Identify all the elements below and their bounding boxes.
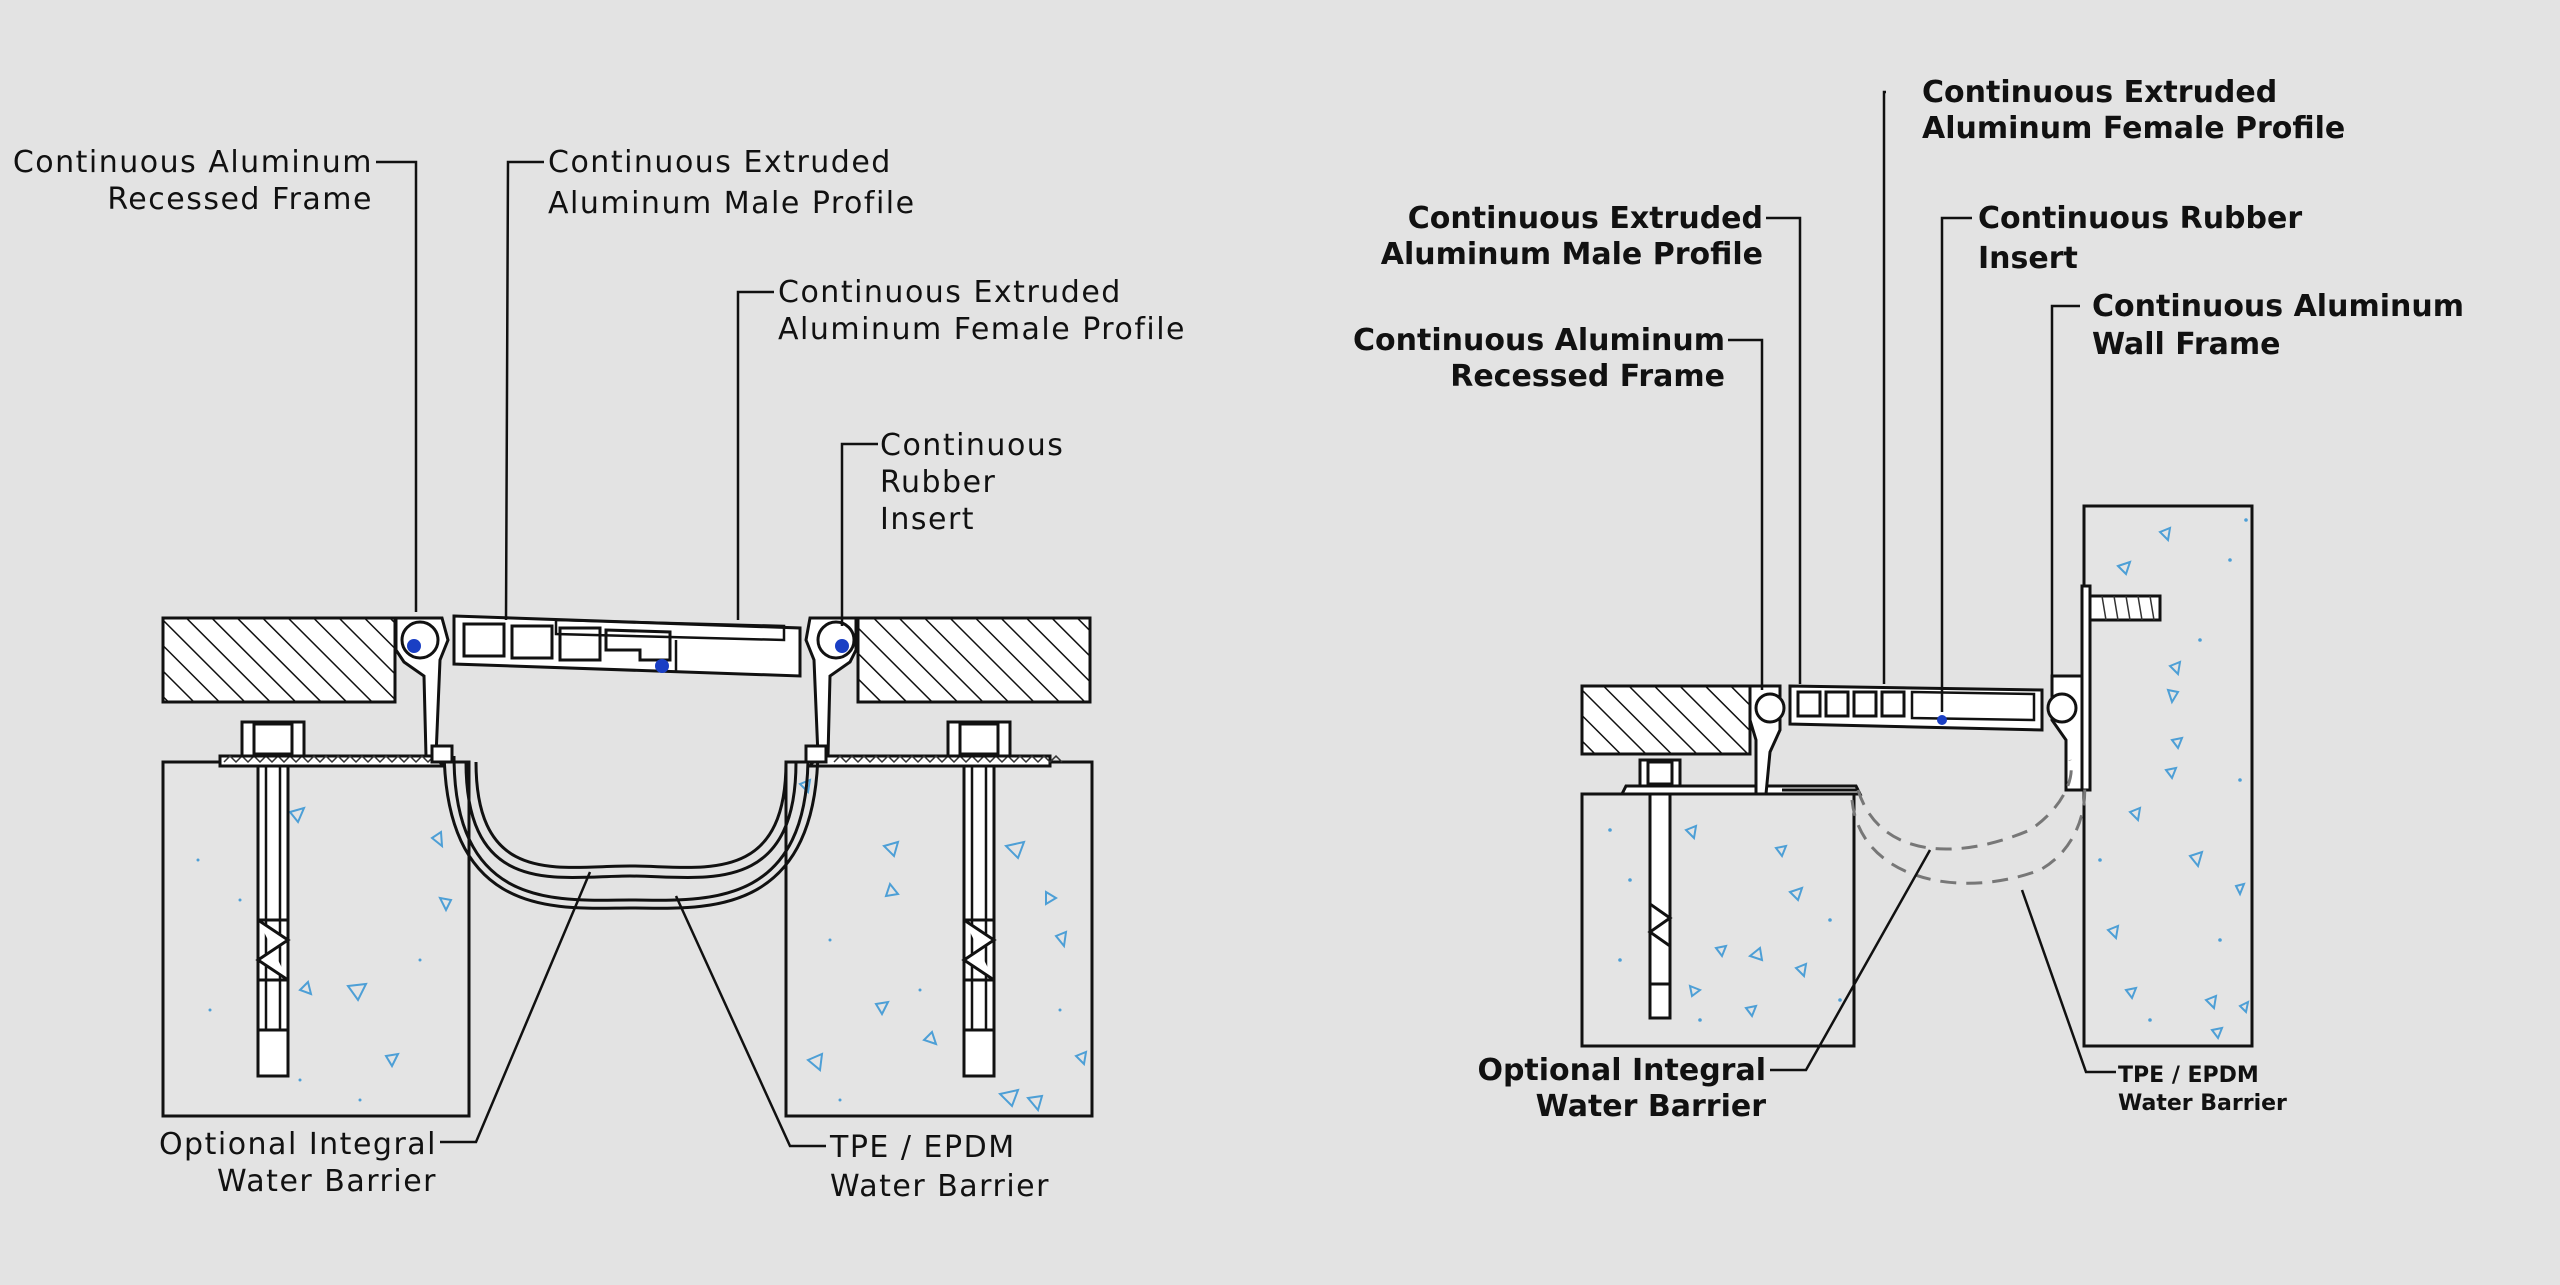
floor-anchor-bolt (1638, 758, 1682, 1020)
floor-slab-hatch (1580, 684, 1752, 756)
right-detail: Continuous Extruded Aluminum Female Prof… (1353, 75, 2464, 1124)
leader-rubber-insert (840, 442, 878, 626)
wall-concrete-block (2082, 504, 2254, 1048)
left-detail: Continuous Aluminum Recessed Frame Conti… (13, 145, 1186, 1204)
right-slab-hatch (856, 616, 1092, 704)
svg-text:Recessed Frame: Recessed Frame (1450, 359, 1725, 394)
svg-text:Insert: Insert (1978, 241, 2078, 276)
label-wall-tpe-barrier: TPE / EPDM Water Barrier (2118, 1063, 2287, 1116)
right-concrete-block (784, 760, 1094, 1118)
svg-text:Aluminum Male Profile: Aluminum Male Profile (548, 186, 916, 221)
svg-text:Aluminum Female Profile: Aluminum Female Profile (1922, 111, 2345, 146)
svg-text:Continuous Extruded: Continuous Extruded (548, 145, 892, 180)
left-rubber-insert-dot (407, 639, 421, 653)
label-wall-male-profile: Continuous Extruded Aluminum Male Profil… (1381, 201, 1763, 272)
integral-barrier (464, 761, 798, 880)
left-concrete-block (161, 760, 471, 1118)
label-recessed-frame: Continuous Aluminum Recessed Frame (13, 145, 373, 217)
label-rubber-insert: Continuous Rubber Insert (880, 428, 1064, 537)
label-tpe-barrier: TPE / EPDM Water Barrier (829, 1130, 1050, 1204)
right-rubber-insert-dot (835, 639, 849, 653)
leader-wall-frame (2050, 304, 2080, 680)
wall-integral-barrier (1856, 759, 2073, 851)
leader-tpe-barrier (674, 895, 826, 1148)
svg-text:TPE / EPDM: TPE / EPDM (829, 1130, 1016, 1165)
wall-frame (2050, 674, 2084, 792)
svg-text:TPE / EPDM: TPE / EPDM (2118, 1063, 2259, 1088)
svg-text:Water Barrier: Water Barrier (217, 1164, 437, 1199)
svg-text:Aluminum Female Profile: Aluminum Female Profile (778, 312, 1186, 347)
leader-wall-male-profile (1766, 216, 1802, 684)
label-male-profile: Continuous Extruded Aluminum Male Profil… (548, 145, 916, 221)
leader-female-profile (736, 290, 774, 620)
wall-profile-assembly (1788, 684, 2044, 732)
profile-assembly (452, 614, 802, 678)
svg-text:Wall Frame: Wall Frame (2092, 327, 2281, 362)
svg-text:Optional Integral: Optional Integral (1477, 1053, 1766, 1088)
leader-wall-tpe-barrier (2020, 889, 2116, 1074)
left-slab-hatch (161, 616, 397, 704)
left-anchor-bolt (240, 720, 306, 1078)
right-aggregate (1608, 518, 2250, 1041)
leader-wall-recessed-frame (1728, 338, 1764, 690)
label-wall-integral-barrier: Optional Integral Water Barrier (1477, 1053, 1766, 1124)
label-wall-recessed-frame: Continuous Aluminum Recessed Frame (1353, 323, 1725, 394)
svg-text:Water Barrier: Water Barrier (830, 1169, 1050, 1204)
svg-text:Continuous Extruded: Continuous Extruded (1408, 201, 1763, 236)
svg-text:Continuous: Continuous (880, 428, 1064, 463)
leader-integral-barrier (440, 871, 592, 1144)
wall-anchor (2080, 584, 2162, 792)
leader-wall-integral-barrier (1770, 849, 1932, 1072)
svg-text:Recessed Frame: Recessed Frame (107, 182, 373, 217)
wall-insert-dot (1937, 715, 1947, 725)
svg-text:Continuous Aluminum: Continuous Aluminum (2092, 289, 2464, 324)
floor-concrete-block (1580, 792, 1856, 1048)
svg-text:Insert: Insert (880, 502, 975, 537)
leader-wall-female-profile (1882, 90, 1886, 684)
label-wall-frame: Continuous Aluminum Wall Frame (2092, 289, 2464, 362)
center-insert-dot (655, 659, 669, 673)
svg-text:Optional Integral: Optional Integral (159, 1127, 437, 1162)
left-aggregate (196, 778, 1088, 1113)
label-wall-rubber-insert: Continuous Rubber Insert (1978, 201, 2302, 276)
svg-text:Continuous Extruded: Continuous Extruded (1922, 75, 2277, 110)
label-female-profile: Continuous Extruded Aluminum Female Prof… (778, 275, 1186, 347)
leader-male-profile (504, 160, 544, 621)
label-wall-female-profile: Continuous Extruded Aluminum Female Prof… (1922, 75, 2345, 146)
svg-text:Aluminum Male Profile: Aluminum Male Profile (1381, 237, 1763, 272)
svg-text:Continuous Aluminum: Continuous Aluminum (13, 145, 373, 180)
tpe-barrier (452, 755, 810, 902)
leader-wall-rubber-insert (1940, 216, 1972, 712)
svg-text:Water Barrier: Water Barrier (2118, 1091, 2287, 1116)
svg-text:Continuous Extruded: Continuous Extruded (778, 275, 1122, 310)
right-anchor-bolt (946, 720, 1012, 1078)
svg-text:Rubber: Rubber (880, 465, 996, 500)
svg-text:Continuous Aluminum: Continuous Aluminum (1353, 323, 1725, 358)
label-integral-barrier: Optional Integral Water Barrier (159, 1127, 437, 1199)
wall-tpe-barrier (1850, 779, 2087, 885)
svg-text:Water Barrier: Water Barrier (1536, 1089, 1767, 1124)
svg-text:Continuous Rubber: Continuous Rubber (1978, 201, 2302, 236)
leader-recessed-frame (376, 160, 418, 612)
